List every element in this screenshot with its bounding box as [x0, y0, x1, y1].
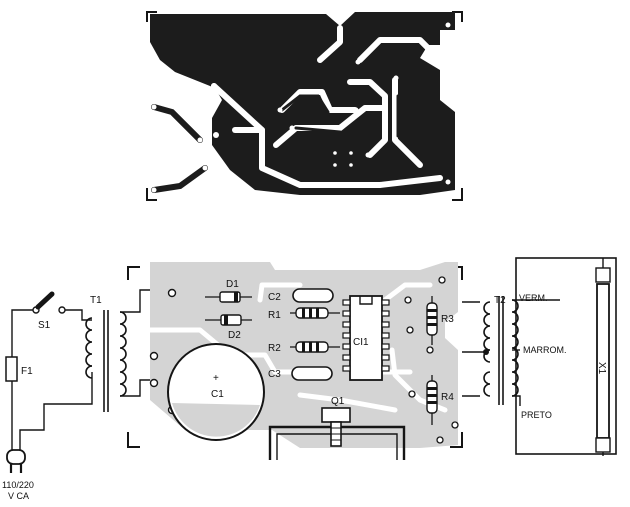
mains-unit-label: V CA — [8, 491, 29, 501]
ic-ci1 — [342, 295, 390, 381]
wire-marrom-label: MARROM. — [523, 345, 567, 355]
capacitor-c3 — [291, 366, 333, 381]
wire-verm-label: VERM. — [519, 293, 548, 303]
resistor-r3 — [426, 296, 438, 345]
resistor-r3-label: R3 — [441, 314, 454, 325]
resistor-r2 — [290, 341, 340, 353]
resistor-r1-label: R1 — [268, 310, 281, 321]
fuse-f1-label: F1 — [21, 366, 33, 377]
transformer-t2-label: T2 — [494, 295, 506, 306]
mains-plug — [6, 449, 26, 473]
pcb-copper-layout — [146, 11, 463, 201]
diode-d2-label: D2 — [228, 330, 241, 341]
capacitor-c2-label: C2 — [268, 292, 281, 303]
resistor-r2-label: R2 — [268, 343, 281, 354]
transistor-q1 — [268, 407, 406, 460]
transformer-t1-label: T1 — [90, 295, 102, 306]
switch-s1-label: S1 — [38, 320, 51, 331]
resistor-r1 — [290, 307, 340, 319]
transformer-t1 — [85, 310, 127, 412]
transformer-t2 — [462, 296, 519, 405]
fluorescent-tube-x1-label: X1 — [596, 362, 607, 375]
output-wiring-box — [515, 257, 617, 455]
fluorescent-tube-x1 — [595, 258, 611, 456]
capacitor-c3-label: C3 — [268, 369, 281, 380]
fuse-f1 — [5, 356, 18, 382]
capacitor-c1-label: C1 — [211, 389, 224, 400]
resistor-r4-label: R4 — [441, 392, 454, 403]
wire-preto-label: PRETO — [521, 410, 552, 420]
diode-d1 — [205, 291, 252, 303]
resistor-r4 — [426, 375, 438, 425]
switch-s1 — [32, 291, 66, 314]
ic-ci1-label: CI1 — [353, 337, 369, 348]
transistor-q1-label: Q1 — [331, 396, 345, 407]
capacitor-c1-polarity: + — [213, 373, 219, 384]
capacitor-c2 — [292, 288, 334, 303]
diode-d2 — [205, 314, 252, 326]
diode-d1-label: D1 — [226, 279, 239, 290]
mains-voltage-label: 110/220 — [2, 480, 34, 490]
